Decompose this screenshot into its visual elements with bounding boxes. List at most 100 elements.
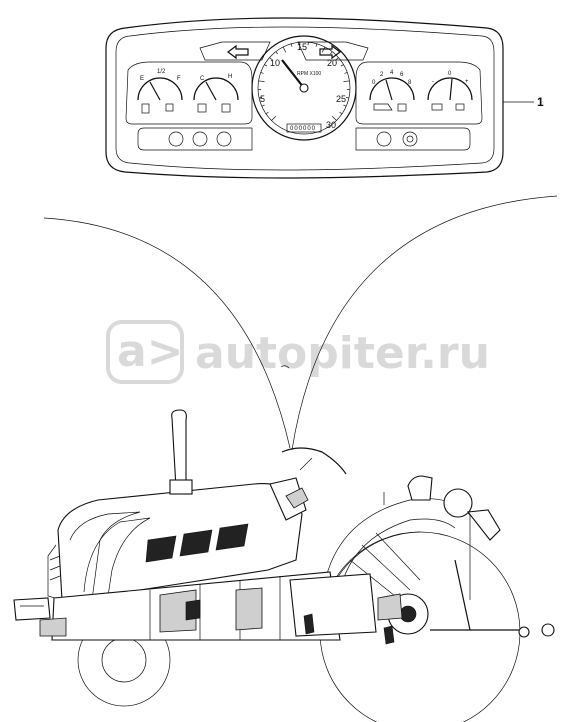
tachometer-dial (257, 41, 351, 135)
tach-minor-tick (271, 116, 276, 121)
ammeter-plus-label: + (465, 79, 469, 85)
pto-guard (383, 625, 395, 645)
exhaust-stack (171, 409, 187, 489)
tachometer-outer-ring (251, 35, 357, 141)
tachometer-hub (299, 83, 309, 93)
oil-tick-8: 8 (408, 80, 412, 86)
hood-vent-1 (145, 535, 177, 563)
fuel-pump-icon (141, 103, 150, 114)
tach-minor-tick (269, 57, 272, 60)
hood-vent-3 (215, 523, 249, 551)
fuel-gauge-half-label: 1/2 (157, 69, 166, 75)
tach-minor-tick (343, 80, 350, 83)
steering-column-shroud (285, 487, 309, 509)
tach-minor-tick (336, 57, 339, 60)
temperature-gauge-needle (205, 81, 217, 101)
rear-fender-inner (337, 518, 456, 603)
high-beam-lamp-icon (216, 131, 232, 147)
cluster-bezel-outer (105, 17, 504, 179)
watermark-logo: a> (117, 326, 184, 377)
front-bracket (39, 617, 67, 637)
tach-minor-tick (330, 51, 333, 55)
oil-can-icon (373, 103, 393, 111)
tach-minor-tick (261, 104, 265, 107)
oil-tick-2: 2 (380, 72, 384, 78)
tach-minor-tick (259, 97, 263, 99)
fuel-gauge-arc (137, 77, 183, 101)
oil-warning-lamp-icon (376, 131, 392, 147)
transmission-case (289, 573, 377, 637)
left-turn-signal-icon (227, 44, 249, 60)
exhaust-base (169, 479, 193, 495)
temperature-indicator-icon (221, 103, 231, 113)
view-cone-line-left (43, 217, 291, 449)
tach-minor-tick (264, 64, 268, 67)
view-cone-focus-mark (280, 365, 290, 369)
hour-meter-frame (286, 123, 322, 133)
cluster-bezel-inner (115, 26, 495, 171)
starter-motor (185, 599, 201, 621)
temperature-gauge-cold-label: C (200, 76, 205, 82)
instrument-cluster: E 1/2 F C H 0 2 4 6 8 (105, 17, 544, 179)
fuel-gauge-empty-label: E (140, 76, 144, 82)
tach-minor-tick (321, 46, 326, 53)
charge-indicator-icon (455, 103, 465, 111)
oil-pressure-gauge: 0 2 4 6 8 (369, 70, 415, 112)
oil-indicator-icon (397, 103, 407, 112)
tach-minor-tick (290, 43, 293, 47)
seat-cushion (443, 488, 473, 518)
callout-number: 1 (537, 95, 544, 109)
engine-block (159, 589, 197, 633)
brake-pedal (303, 613, 315, 635)
front-wheel-rim (101, 637, 147, 683)
fuel-gauge-needle (149, 81, 161, 101)
view-cone-line-right (291, 195, 558, 451)
tach-minor-tick (344, 72, 348, 74)
tach-tick-10: 10 (270, 58, 280, 68)
tach-minor-tick (343, 104, 347, 107)
seat-back (407, 475, 433, 501)
fuel-gauge-full-label: F (177, 76, 181, 82)
oil-tick-6: 6 (400, 72, 404, 78)
rear-axle-center (399, 605, 417, 623)
hitch-pin (518, 626, 530, 638)
tach-tick-15: 15 (297, 42, 307, 52)
watermark-logo-frame (106, 320, 184, 384)
ammeter-minus-label: - (432, 79, 434, 85)
oil-tick-4: 4 (390, 70, 394, 76)
glow-plug-lamp-icon (168, 131, 184, 147)
power-indicator-lamp-icon (402, 131, 418, 147)
clutch-housing (235, 587, 263, 631)
watermark: a> autopiter.ru (106, 320, 490, 384)
tach-minor-tick (339, 111, 343, 115)
tach-minor-tick (258, 80, 265, 83)
hood-vent-2 (179, 529, 213, 557)
engine-hood (57, 483, 303, 601)
hood-side-panel (69, 511, 141, 601)
right-gauge-panel (355, 61, 483, 125)
rear-fender-hatch (349, 532, 421, 601)
tach-minor-tick (315, 43, 318, 47)
temperature-gauge: C H (193, 74, 239, 113)
coolant-icon (197, 103, 207, 113)
lift-rod (454, 559, 471, 631)
tach-minor-tick (332, 116, 337, 121)
ammeter-gauge-arc (427, 77, 473, 101)
oil-tick-0: 0 (372, 80, 376, 86)
low-beam-lamp-icon (192, 131, 208, 147)
tach-tick-25: 25 (336, 94, 346, 104)
tractor-illustration (13, 409, 555, 722)
final-drive (377, 593, 403, 621)
tach-tick-30: 30 (326, 120, 336, 130)
drawbar-ring (541, 623, 555, 637)
ammeter-gauge-needle (449, 78, 453, 101)
right-arrow-plate (297, 41, 369, 61)
temperature-gauge-hot-label: H (228, 74, 232, 80)
tach-tick-20: 20 (327, 58, 337, 68)
tachometer-unit-label: RPM X100 (297, 71, 321, 77)
right-indicator-strip (355, 127, 471, 151)
right-turn-signal-icon (319, 44, 341, 60)
top-link-bracket (466, 509, 501, 541)
fuel-gauge: E 1/2 F (137, 69, 183, 114)
